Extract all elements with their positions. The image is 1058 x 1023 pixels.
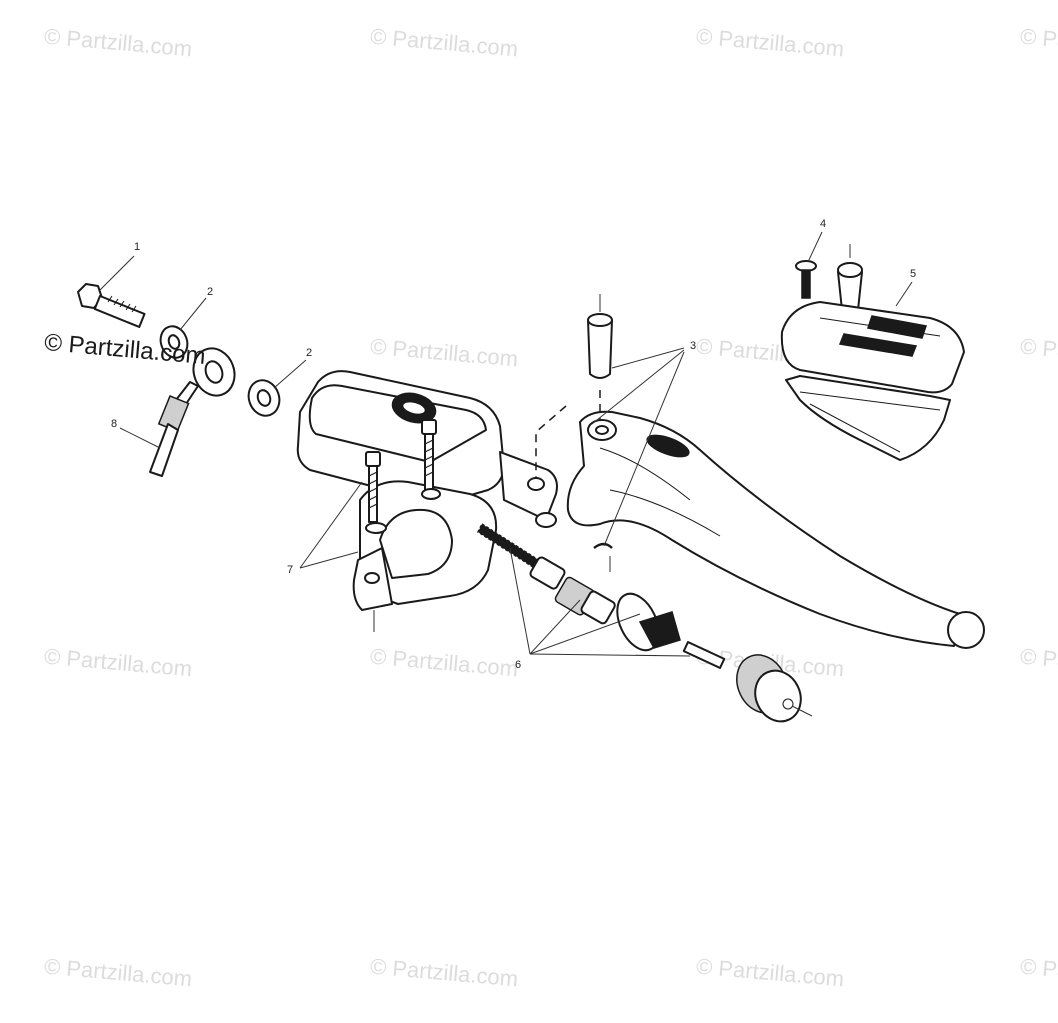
callout-3: 3 (690, 340, 697, 352)
callout-8: 8 (111, 418, 118, 430)
callout-2-upper: 2 (207, 286, 214, 298)
callout-2-lower: 2 (306, 347, 313, 359)
callout-6: 6 (515, 659, 522, 671)
callout-4: 4 (820, 218, 827, 230)
master-cylinder-body (296, 370, 558, 611)
callout-7: 7 (287, 564, 294, 576)
banjo-bolt (77, 283, 146, 328)
sealing-washer-lower (247, 379, 281, 417)
lever-pivot-pin (535, 294, 613, 572)
brake-lever (566, 410, 985, 649)
clamp-screws (365, 419, 441, 632)
piston-kit (477, 522, 813, 723)
brake-hose (149, 347, 236, 477)
callout-5: 5 (910, 268, 917, 280)
reservoir-cover (780, 244, 965, 461)
leader-lines (99, 231, 913, 657)
callout-1: 1 (134, 241, 141, 253)
cover-screw (795, 260, 817, 299)
sealing-washer-upper (159, 325, 189, 359)
